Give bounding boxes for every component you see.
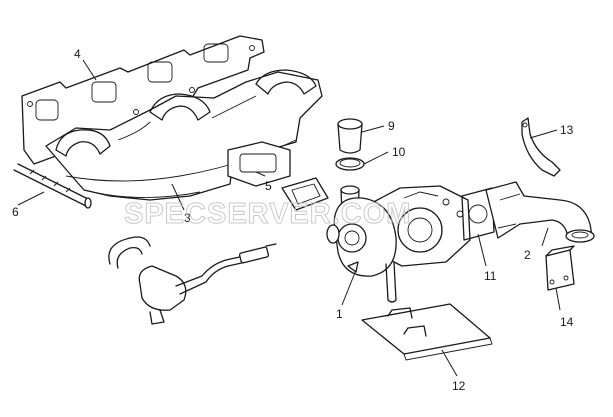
pipe-support-bracket [521,117,561,177]
callout-5: 5 [265,179,272,193]
exhaust-outlet-pipe [485,181,595,243]
callout-11: 11 [484,269,497,283]
callout-10: 10 [392,145,406,159]
callout-14: 14 [560,315,574,329]
turbo-outlet-gasket [461,187,495,241]
callout-3: 3 [184,211,191,225]
exhaust-manifold [45,69,323,201]
callout-1: 1 [336,307,343,321]
turbocharger [326,185,471,303]
turbo-inlet-gasket [281,177,329,211]
callout-4: 4 [74,47,81,61]
callout-leaders [17,59,561,377]
lower-mounting-bracket [545,245,575,291]
callout-9: 9 [388,119,395,133]
heat-shield [361,303,493,361]
callout-labels: 1 2 3 4 5 6 9 10 11 12 13 14 [12,47,574,393]
wastegate-actuator [108,236,277,325]
callout-12: 12 [452,379,466,393]
watermark-text: SPECSERVER.COM [124,198,411,230]
callout-2: 2 [524,248,531,262]
oil-hose-sleeve [337,118,363,154]
manifold-stud [13,163,92,209]
callout-13: 13 [560,123,574,137]
hose-clamp [335,157,365,171]
manifold-outlet-flange [227,141,291,187]
callout-6: 6 [12,205,19,219]
